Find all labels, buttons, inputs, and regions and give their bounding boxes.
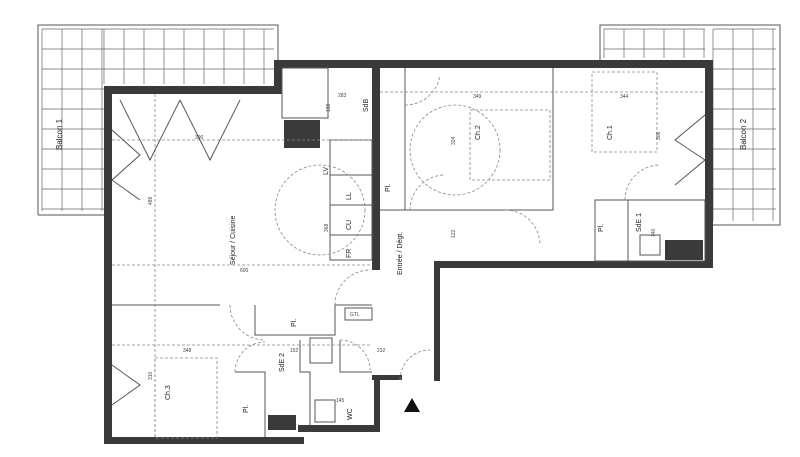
dim-ch1-height: 306 [656,131,662,140]
label-lv: LV [323,167,330,175]
dimension-labels: 390 489 600 368 283 188 349 324 344 306 … [148,93,662,404]
dim-ch1-width: 344 [620,94,629,100]
dim-wc: 145 [336,398,345,404]
label-fr: FR [346,249,353,258]
label-pl-2: Pl. [598,224,605,232]
label-ch1: Ch.1 [607,125,614,140]
label-ch3: Ch.3 [165,385,172,400]
door-swings [111,74,706,406]
label-sejour-cuisine: Séjour / Cuisine [230,215,237,265]
label-gtl: GTL [350,312,360,318]
label-ch2: Ch.2 [475,125,482,140]
label-balcon-1: Balcon 1 [55,118,64,150]
dim-kitchen-height: 368 [324,223,330,232]
dim-sde1: 140 [651,228,657,237]
dim-sejour-width-2: 600 [240,268,249,274]
label-pl-3: Pl. [291,319,298,327]
label-sde2: SdE 2 [279,353,286,372]
dim-sdb-width: 283 [338,93,347,99]
label-entree: Entrée / Dégt. [397,232,404,275]
dim-degagement: 232 [377,348,386,354]
dim-ch2-width: 349 [473,94,482,100]
dim-ch3-width: 348 [183,348,192,354]
label-pl-1: Pl. [385,184,392,192]
dim-ch3-height: 310 [148,371,154,380]
balcony-2 [599,24,781,226]
exterior-walls [104,60,713,444]
label-sdb: SdB [363,98,370,112]
dim-sejour-height: 489 [148,196,154,205]
interior-walls [112,67,706,437]
dim-sdb-height: 188 [326,103,332,112]
dim-sejour-width: 390 [195,135,204,141]
room-labels: Balcon 1 Balcon 2 Séjour / Cuisine Ch.1 … [55,98,748,420]
dim-ch2-height: 324 [451,136,457,145]
dimension-lines [112,71,705,439]
dim-entree: 122 [451,229,457,238]
entrance-arrow-icon [404,398,420,412]
label-sde1: SdE 1 [636,213,643,232]
balcony-tiles [41,28,776,221]
balcony-1 [37,24,279,216]
label-ll: LL [346,192,353,200]
label-cu: CU [346,220,353,230]
label-pl-4: Pl. [243,405,250,413]
label-balcon-2: Balcon 2 [739,118,748,150]
label-wc: WC [347,408,354,420]
dim-sde2: 152 [290,348,299,354]
